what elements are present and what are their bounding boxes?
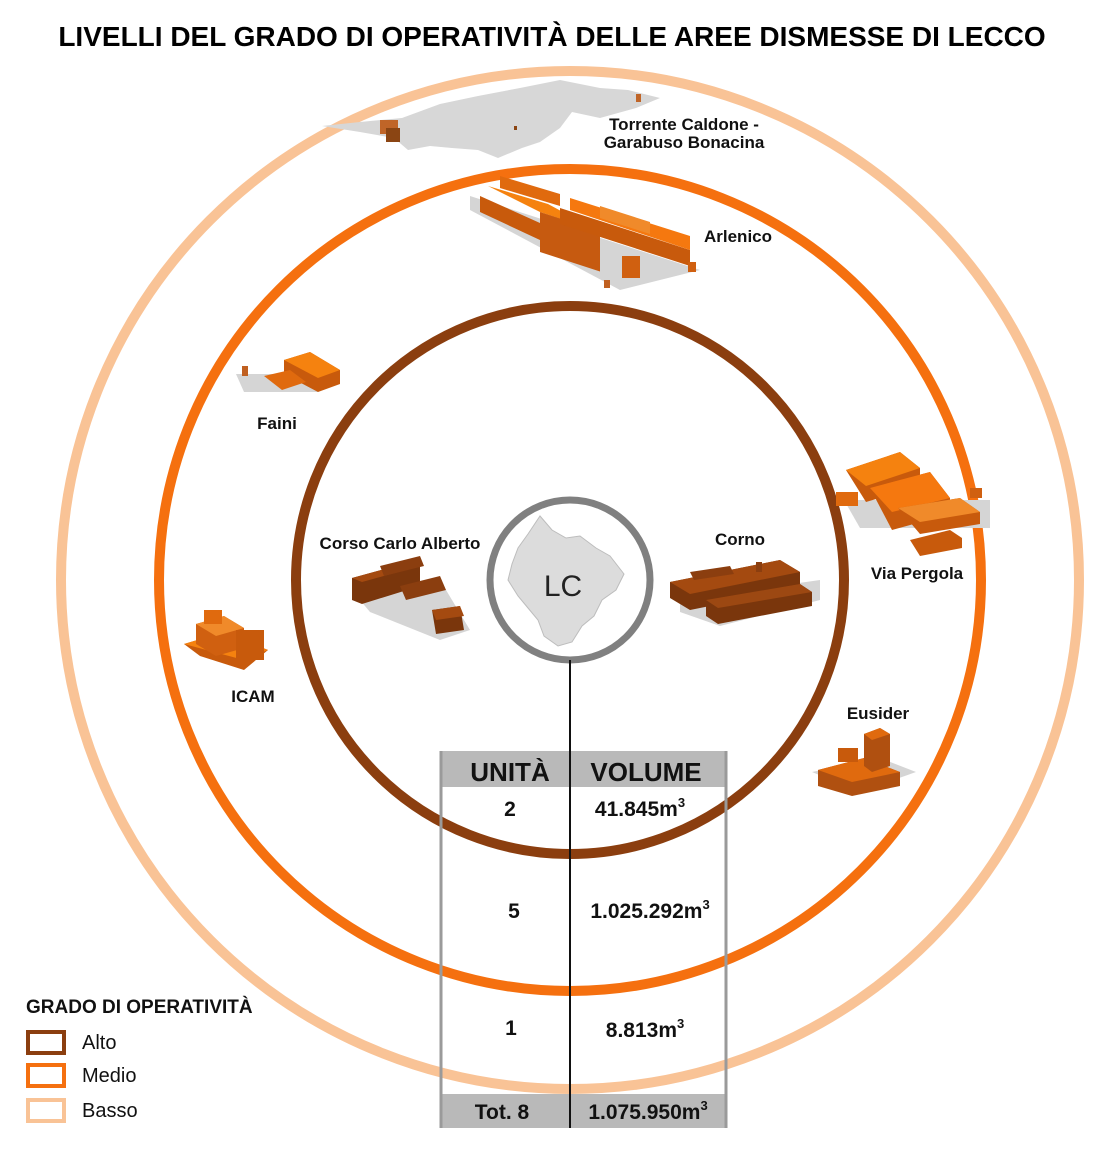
- legend: GRADO DI OPERATIVITÀ Alto Medio Basso: [26, 996, 253, 1123]
- table-row-alto-volume: 41.845m3: [595, 795, 685, 821]
- label-arlenico: Arlenico: [704, 227, 772, 246]
- summary-table: UNITÀ VOLUME 2 41.845m3 5 1.025.292m3 1 …: [439, 660, 728, 1128]
- table-header-volume: VOLUME: [590, 757, 701, 787]
- building-arlenico: [470, 176, 700, 290]
- table-row-basso-unita: 1: [505, 1017, 517, 1040]
- legend-item-basso: Basso: [82, 1100, 138, 1122]
- svg-text:Torrente Caldone -: Torrente Caldone -: [609, 115, 759, 134]
- table-header-bg: [442, 751, 725, 787]
- label-icam: ICAM: [231, 687, 274, 706]
- building-icam: [184, 610, 268, 670]
- legend-item-alto: Alto: [82, 1032, 116, 1054]
- legend-swatch-basso: [26, 1098, 66, 1123]
- building-torrente-caldone: [322, 80, 660, 158]
- label-eusider: Eusider: [847, 704, 910, 723]
- table-row-basso-volume: 8.813m3: [606, 1016, 684, 1042]
- center-label: LC: [544, 570, 582, 603]
- page-title: LIVELLI DEL GRADO DI OPERATIVITÀ DELLE A…: [58, 21, 1045, 52]
- label-corso-carlo-alberto: Corso Carlo Alberto: [320, 534, 481, 553]
- table-total-unita: Tot. 8: [475, 1101, 530, 1124]
- legend-title: GRADO DI OPERATIVITÀ: [26, 996, 253, 1018]
- table-row-alto-unita: 2: [504, 798, 516, 821]
- table-row-medio-unita: 5: [508, 900, 520, 923]
- center-lecco: LC: [486, 496, 654, 664]
- legend-item-medio: Medio: [82, 1065, 136, 1087]
- lecco-map-shape: [507, 515, 625, 647]
- legend-swatch-alto: [26, 1030, 66, 1055]
- building-corso-carlo-alberto: [352, 556, 470, 640]
- table-total-volume: 1.075.950m3: [588, 1098, 707, 1124]
- table-footer-bg: [442, 1094, 725, 1128]
- building-faini: [236, 352, 340, 392]
- svg-text:Garabuso Bonacina: Garabuso Bonacina: [604, 133, 765, 152]
- label-faini: Faini: [257, 414, 297, 433]
- table-row-medio-volume: 1.025.292m3: [590, 897, 709, 923]
- label-via-pergola: Via Pergola: [871, 564, 964, 583]
- building-eusider: [812, 728, 916, 796]
- legend-swatch-medio: [26, 1063, 66, 1088]
- building-corno: [670, 560, 820, 626]
- label-corno: Corno: [715, 530, 765, 549]
- table-header-unita: UNITÀ: [470, 757, 550, 787]
- building-via-pergola: [836, 452, 990, 556]
- label-torrente-caldone: Torrente Caldone - Garabuso Bonacina: [604, 115, 765, 152]
